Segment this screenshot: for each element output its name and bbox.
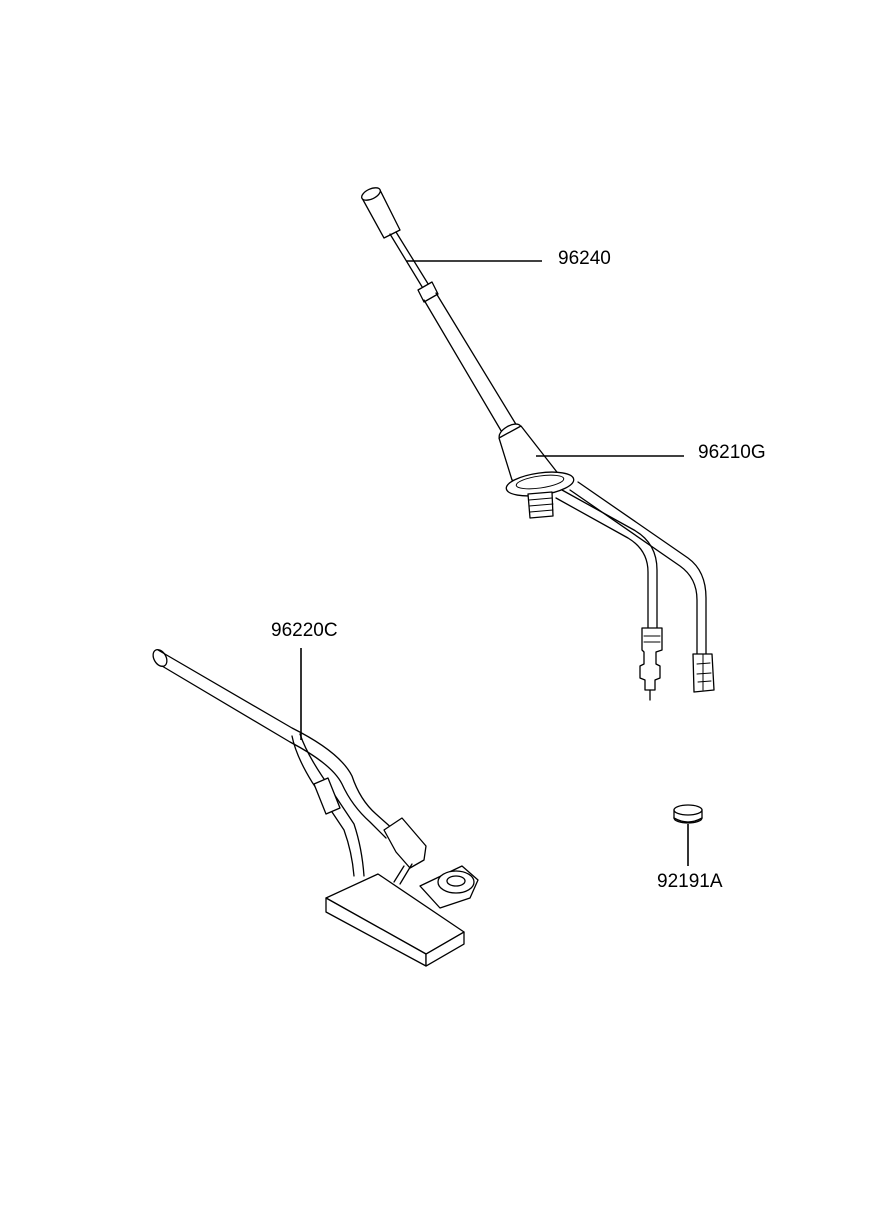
coax-connector <box>639 627 663 691</box>
cap-part <box>673 804 703 824</box>
antenna-mast-assembly <box>361 187 522 441</box>
label-92191A: 92191A <box>657 871 723 892</box>
feeder-cable-assembly <box>152 648 479 967</box>
label-96210G: 96210G <box>698 442 766 463</box>
antenna-main-mast <box>423 292 518 435</box>
base-cables <box>555 481 715 701</box>
antenna-upper-rod <box>389 231 431 291</box>
ferrite-core <box>313 777 341 815</box>
angled-plug <box>383 817 427 869</box>
antenna-base <box>498 425 575 519</box>
label-96220C: 96220C <box>271 620 338 641</box>
ground-nut <box>437 870 475 894</box>
label-96240: 96240 <box>558 248 611 269</box>
